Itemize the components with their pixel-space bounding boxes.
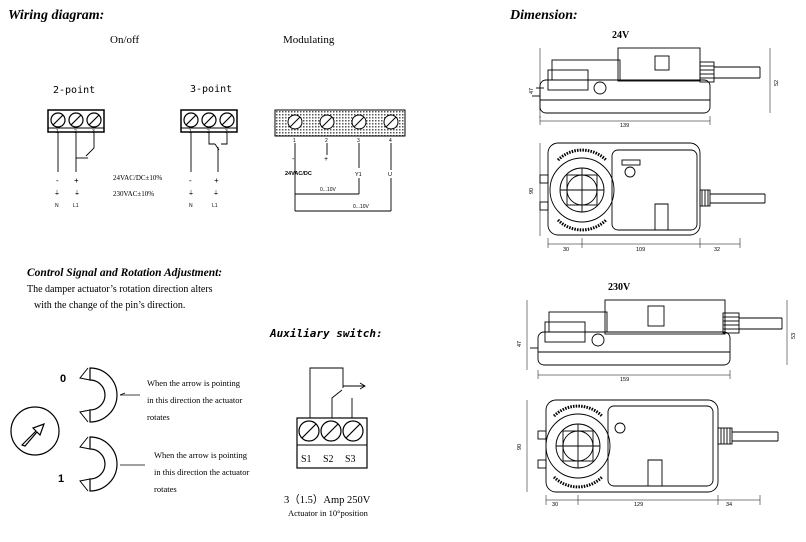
v24-side-view: [532, 47, 761, 114]
position-1-symbol: 1 When the arrow is pointing in this dir…: [58, 436, 250, 494]
rotation-knob: [10, 406, 60, 456]
two-point-sign-minus: -: [56, 176, 59, 185]
modulating-label: Modulating: [283, 34, 335, 46]
mod-range-2: 0...10V: [353, 204, 370, 210]
v24-top-view: [539, 142, 766, 236]
v230-side-dims: [526, 300, 788, 379]
mod-terminal-3: 3: [357, 138, 360, 144]
v24-side-dims: [539, 48, 771, 125]
v24-length: 139: [620, 123, 629, 129]
v24-height-side: 47: [529, 88, 535, 94]
svg-text:⏚: ⏚: [54, 190, 60, 197]
aux-terminal-s3: S3: [345, 454, 356, 465]
two-point-terminal-2: 2: [74, 129, 77, 135]
mod-u-label: U: [388, 172, 392, 178]
svg-text:⏚: ⏚: [213, 190, 219, 197]
v230-seg-right: 34: [726, 502, 732, 508]
v24-seg-mid: 109: [636, 247, 645, 253]
v230-top-dims: [526, 400, 761, 505]
v230-height-side: 47: [517, 341, 523, 347]
rotation-arrow-icon: [20, 422, 46, 447]
modulating-screws: [287, 114, 399, 130]
voltage-dc-label: 24VAC/DC±10%: [113, 174, 162, 182]
three-point-sign-minus: -: [189, 176, 192, 185]
position-1-desc-1: When the arrow is pointing: [154, 450, 248, 460]
v24-height-right: 52: [774, 80, 780, 86]
two-point-wire-n: N: [55, 203, 59, 209]
v230-length: 159: [620, 377, 629, 383]
v24-height-top: 90: [529, 188, 535, 194]
v230-height-top: 90: [517, 444, 523, 450]
control-line-1: The damper actuator’s rotation direction…: [27, 284, 213, 295]
position-1-label: 1: [58, 473, 64, 485]
three-point-screws: [183, 112, 235, 128]
two-point-terminal-1: 1: [56, 129, 59, 135]
v230-label: 230V: [608, 282, 631, 293]
v230-top-view: [537, 399, 779, 493]
three-point-label: 3-point: [190, 84, 232, 95]
three-point-diagram: 3-point 1 2 3 - + ⏚ ⏚ N L1: [180, 84, 238, 209]
mod-range-1: 0...10V: [320, 187, 337, 193]
two-point-screws: [50, 112, 102, 128]
v230-height-right: 53: [791, 333, 797, 339]
svg-text:⏚: ⏚: [74, 190, 80, 197]
auxiliary-title: Auxiliary switch:: [269, 327, 383, 340]
two-point-wire-l1: L1: [73, 203, 79, 209]
three-point-terminal-2: 2: [207, 129, 210, 135]
aux-terminal-s2: S2: [323, 454, 334, 465]
wiring-title: Wiring diagram:: [8, 8, 104, 23]
position-1-desc-3: rotates: [154, 484, 177, 494]
mod-terminal-2: 2: [325, 138, 328, 144]
onoff-label: On/off: [110, 34, 139, 46]
auxiliary-terminal-block: S1 S2 S3: [296, 417, 368, 469]
position-0-desc-1: When the arrow is pointing: [147, 378, 241, 388]
v230-seg-left: 30: [552, 502, 558, 508]
dimension-230v: 230V 47: [517, 282, 797, 508]
auxiliary-switch-section: Auxiliary switch: S1 S2 S3 3（1.5）Amp 250…: [269, 327, 383, 518]
control-signal-section: Control Signal and Rotation Adjustment: …: [10, 267, 250, 494]
wiring-diagram-section: Wiring diagram: On/off Modulating 2-poin…: [8, 8, 406, 212]
v24-seg-left: 30: [563, 247, 569, 253]
position-1-desc-2: in this direction the actuator: [154, 467, 250, 477]
three-point-terminal-1: 1: [189, 129, 192, 135]
position-0-symbol: 0 When the arrow is pointing in this dir…: [60, 367, 243, 423]
control-line-2: with the change of the pin’s direction.: [34, 300, 185, 311]
position-0-label: 0: [60, 373, 66, 385]
mod-terminal-1: 1: [293, 138, 296, 144]
three-point-sign-plus: +: [214, 176, 219, 185]
mod-supply-label: 24VAC/DC: [285, 171, 312, 177]
control-title: Control Signal and Rotation Adjustment:: [27, 267, 222, 279]
aux-terminal-s1: S1: [301, 454, 312, 465]
three-point-terminal-3: 3: [225, 129, 228, 135]
two-point-sign-plus: +: [74, 176, 79, 185]
two-point-terminal-3: 3: [92, 129, 95, 135]
v24-top-dims: [539, 143, 741, 248]
svg-text:⏚: ⏚: [188, 190, 194, 197]
v230-seg-mid: 129: [634, 502, 643, 508]
dimension-24v: 24V: [529, 30, 780, 253]
v230-side-view: [530, 299, 783, 366]
v24-label: 24V: [612, 30, 630, 41]
two-point-label: 2-point: [53, 85, 95, 96]
mod-sign-plus: +: [324, 156, 328, 163]
three-point-wire-n: N: [189, 203, 193, 209]
dimension-title: Dimension:: [509, 8, 578, 23]
three-point-wire-l1: L1: [212, 203, 218, 209]
voltage-ac-label: 230VAC±10%: [113, 190, 154, 198]
two-point-diagram: 2-point 1 2 3 - + ⏚ ⏚ N L1: [47, 85, 105, 209]
aux-position: Actuator in 10°position: [288, 508, 369, 518]
mod-terminal-4: 4: [389, 138, 392, 144]
dimension-section: Dimension: 24V: [509, 8, 797, 508]
position-0-desc-3: rotates: [147, 412, 170, 422]
v24-seg-right: 32: [714, 247, 720, 253]
aux-rating: 3（1.5）Amp 250V: [284, 494, 371, 506]
position-0-desc-2: in this direction the actuator: [147, 395, 243, 405]
mod-y1-label: Y1: [355, 172, 362, 178]
modulating-diagram: 1 2 3 4 - + 24VAC/DC Y1 U 0...10V 0...10…: [274, 109, 406, 212]
mod-sign-minus: -: [292, 156, 295, 163]
